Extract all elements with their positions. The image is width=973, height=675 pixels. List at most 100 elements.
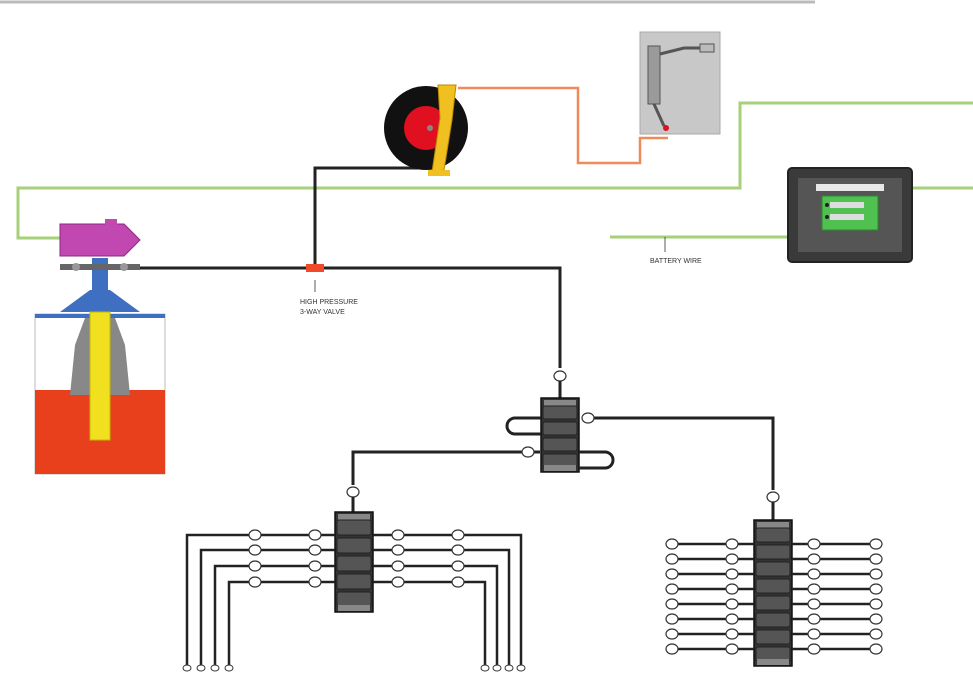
outlet-fitting bbox=[869, 538, 883, 550]
outlet-pipe-right bbox=[373, 580, 487, 668]
outlet-fitting bbox=[248, 544, 262, 556]
pump-motor-cap bbox=[105, 219, 117, 225]
outlet-pipe-right bbox=[373, 564, 499, 668]
pipe-end-left bbox=[196, 664, 206, 672]
pipe-end-left bbox=[210, 664, 220, 672]
outlet-fitting bbox=[391, 560, 405, 572]
manifold-fitting-right bbox=[120, 263, 128, 271]
divider-block-left-section bbox=[336, 519, 372, 536]
outlet-fitting bbox=[451, 544, 465, 556]
pump-cap bbox=[60, 290, 140, 312]
outlet-fitting bbox=[807, 538, 821, 550]
outlet-fitting bbox=[308, 544, 322, 556]
divider-block-center-section bbox=[542, 421, 578, 436]
pipe-end-left bbox=[224, 664, 234, 672]
gun-barrel bbox=[647, 45, 661, 105]
divider-block-center-cap-top bbox=[544, 400, 576, 406]
divider-block-right-section bbox=[755, 544, 791, 560]
outlet-fitting bbox=[725, 628, 739, 640]
divider-block-left-cap-bottom bbox=[338, 605, 370, 611]
divider-block-left-section bbox=[336, 537, 372, 554]
divider-block-right-cap-bottom bbox=[757, 659, 789, 665]
outlet-fitting bbox=[807, 568, 821, 580]
outlet-fitting bbox=[869, 583, 883, 595]
outlet-fitting bbox=[451, 529, 465, 541]
fitting-center-right bbox=[581, 412, 595, 424]
outlet-pipe-left bbox=[185, 533, 335, 668]
outlet-fitting bbox=[391, 529, 405, 541]
outlet-fitting bbox=[665, 553, 679, 565]
outlet-fitting bbox=[869, 598, 883, 610]
reel-feed-line bbox=[313, 166, 425, 268]
divider-block-left-section bbox=[336, 555, 372, 572]
outlet-pipe-right bbox=[373, 548, 511, 668]
pump-neck bbox=[92, 258, 108, 292]
controller-indicator-2 bbox=[830, 214, 864, 220]
outlet-fitting bbox=[807, 553, 821, 565]
signal-wire-main bbox=[16, 101, 973, 240]
branch-line-right bbox=[590, 416, 775, 490]
outlet-fitting bbox=[248, 576, 262, 588]
valve-label-line1: HIGH PRESSURE bbox=[300, 299, 358, 306]
controller-led-2 bbox=[825, 215, 829, 219]
outlet-fitting bbox=[725, 598, 739, 610]
outlet-fitting bbox=[869, 643, 883, 655]
outlet-pipe-left bbox=[213, 564, 335, 668]
outlet-fitting bbox=[725, 538, 739, 550]
pump-icon bbox=[34, 219, 166, 475]
outlet-fitting bbox=[665, 538, 679, 550]
pressure-lines bbox=[70, 166, 775, 490]
outlet-fitting bbox=[308, 560, 322, 572]
outlet-fitting bbox=[869, 628, 883, 640]
outlet-fitting bbox=[391, 576, 405, 588]
controller-title-strip bbox=[816, 184, 884, 191]
outlet-fitting bbox=[807, 613, 821, 625]
inlet-fitting-left bbox=[346, 486, 360, 498]
outlet-fitting bbox=[451, 560, 465, 572]
divider-block-center-section bbox=[542, 437, 578, 452]
gun-grip bbox=[699, 43, 715, 53]
divider-block-right-section bbox=[755, 612, 791, 628]
outlet-fitting bbox=[807, 628, 821, 640]
gun-tip bbox=[663, 125, 669, 131]
loop-pipe-right bbox=[579, 450, 615, 470]
piston-rod bbox=[89, 311, 111, 441]
divider-block-right-section bbox=[755, 629, 791, 645]
hose-reel-icon bbox=[384, 84, 468, 176]
controller-led-1 bbox=[825, 203, 829, 207]
gun-nozzle bbox=[652, 103, 666, 127]
outlet-fitting bbox=[869, 613, 883, 625]
divider-block-right-section bbox=[755, 578, 791, 594]
outlet-pipe-right bbox=[373, 533, 523, 668]
outlet-fitting bbox=[308, 529, 322, 541]
inlet-fitting-center bbox=[553, 370, 567, 382]
controller-box-icon bbox=[787, 167, 913, 263]
outlet-fitting bbox=[725, 613, 739, 625]
outlet-fitting bbox=[248, 560, 262, 572]
outlet-fitting bbox=[665, 598, 679, 610]
outlet-fitting bbox=[869, 553, 883, 565]
outlet-fitting bbox=[451, 576, 465, 588]
pipe-end-right bbox=[516, 664, 526, 672]
pipe-end-right bbox=[504, 664, 514, 672]
reel-base bbox=[428, 170, 450, 176]
loop-pipe-left bbox=[505, 416, 541, 436]
pump-manifold bbox=[60, 264, 140, 270]
divider-block-left-cap-top bbox=[338, 514, 370, 520]
three-way-valve bbox=[306, 264, 324, 272]
inlet-fitting-right bbox=[766, 491, 780, 503]
pipe-end-right bbox=[492, 664, 502, 672]
fitting-center-left bbox=[521, 446, 535, 458]
divider-block-left-section bbox=[336, 573, 372, 590]
manifold-fitting-left bbox=[72, 263, 80, 271]
outlet-fitting bbox=[725, 643, 739, 655]
divider-block-right-cap-top bbox=[757, 522, 789, 528]
outlet-fitting bbox=[725, 553, 739, 565]
outlet-fitting bbox=[807, 643, 821, 655]
branch-line-left bbox=[351, 450, 540, 485]
outlet-fitting bbox=[725, 568, 739, 580]
divider-block-left-section bbox=[336, 591, 372, 608]
divider-block-right-section bbox=[755, 561, 791, 577]
main-pressure-line bbox=[70, 266, 562, 368]
outlet-pipe-left bbox=[227, 580, 335, 668]
